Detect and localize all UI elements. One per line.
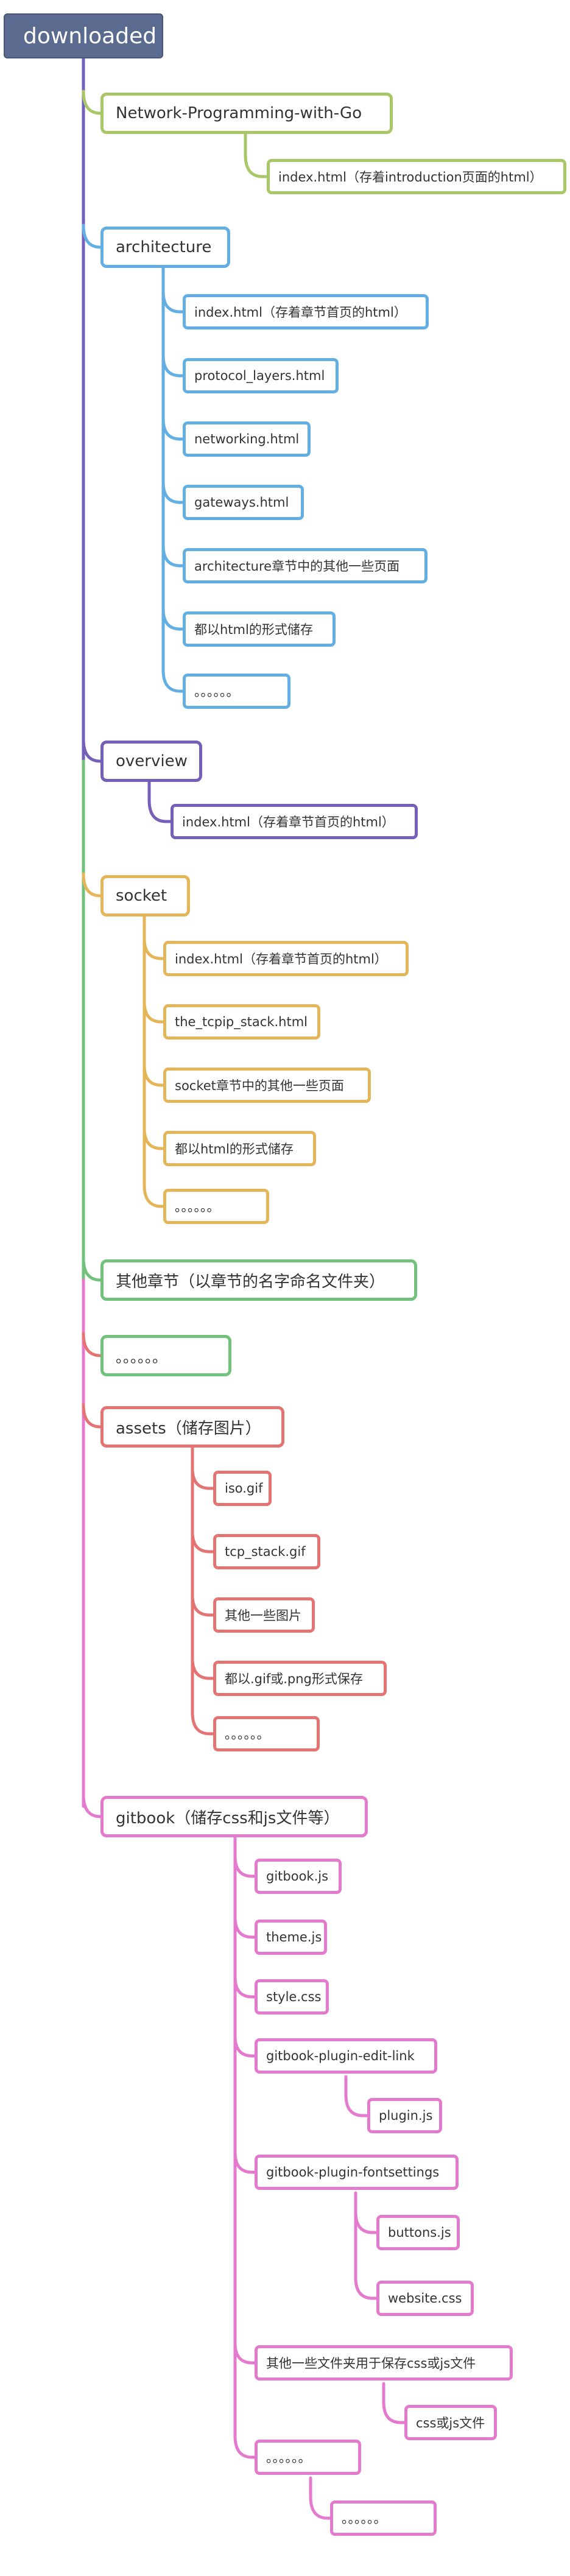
branch-other-folders-child	[382, 2382, 406, 2424]
branch-ellipsis-child	[309, 2476, 332, 2520]
root-node[interactable]: downloaded	[4, 13, 163, 58]
node-gateways[interactable]: gateways.html	[183, 485, 304, 520]
node-other-images[interactable]: 其他一些图片	[213, 1597, 315, 1633]
node-other-css-js-folders[interactable]: 其他一些文件夹用于保存css或js文件	[255, 2345, 513, 2381]
node-overview[interactable]: overview	[100, 741, 202, 782]
node-theme-js[interactable]: theme.js	[255, 1920, 327, 1955]
elbow-overview	[82, 737, 102, 763]
node-architecture-index[interactable]: index.html（存着章节首页的html）	[183, 294, 429, 329]
node-style-css[interactable]: style.css	[255, 1979, 329, 2015]
node-gitbook-plugin-edit-link[interactable]: gitbook-plugin-edit-link	[255, 2038, 437, 2074]
elbow-ellipsis	[82, 1332, 102, 1357]
node-buttons-js[interactable]: buttons.js	[376, 2215, 460, 2250]
node-socket[interactable]: socket	[100, 875, 190, 917]
node-overview-index[interactable]: index.html（存着章节首页的html）	[171, 804, 418, 839]
node-gitbook-ellipsis[interactable]: 。。。。。。	[255, 2440, 361, 2475]
node-socket-html-format[interactable]: 都以html的形式储存	[163, 1131, 316, 1166]
branch-architecture-stem	[161, 266, 185, 693]
branch-gitbook-stem	[233, 1835, 256, 2459]
node-plugin-js[interactable]: plugin.js	[367, 2098, 442, 2133]
node-tcpip-stack[interactable]: the_tcpip_stack.html	[163, 1004, 320, 1040]
node-css-js-files[interactable]: css或js文件	[404, 2405, 497, 2440]
branch-edit-link-child	[344, 2075, 369, 2117]
node-other-chapters[interactable]: 其他章节（以章节的名字命名文件夹）	[100, 1259, 417, 1301]
branch-fontsettings-stem	[354, 2191, 378, 2300]
elbow-architecture	[82, 223, 102, 249]
node-gitbook-ellipsis-child[interactable]: 。。。。。。	[330, 2500, 437, 2536]
node-assets[interactable]: assets（储存图片）	[100, 1406, 284, 1448]
node-iso-gif[interactable]: iso.gif	[213, 1471, 272, 1506]
branch-assets-stem	[191, 1446, 215, 1736]
elbow-network	[82, 90, 102, 115]
node-architecture-ellipsis[interactable]: 。。。。。。	[183, 674, 290, 709]
node-tcp-stack-gif[interactable]: tcp_stack.gif	[213, 1534, 320, 1569]
node-gitbook-js[interactable]: gitbook.js	[255, 1859, 342, 1894]
node-image-formats[interactable]: 都以.gif或.png形式保存	[213, 1661, 387, 1696]
node-architecture-html-format[interactable]: 都以html的形式储存	[183, 611, 336, 647]
node-socket-ellipsis[interactable]: 。。。。。。	[163, 1189, 269, 1224]
node-networking[interactable]: networking.html	[183, 421, 311, 457]
node-assets-ellipsis[interactable]: 。。。。。。	[213, 1716, 320, 1751]
node-socket-other-pages[interactable]: socket章节中的其他一些页面	[163, 1068, 371, 1103]
branch-network-child	[244, 132, 269, 178]
elbow-other-chapters	[82, 1256, 102, 1282]
node-gitbook[interactable]: gitbook（储存css和js文件等）	[100, 1796, 368, 1837]
node-ellipsis-level1[interactable]: 。。。。。。	[100, 1335, 231, 1376]
node-protocol-layers[interactable]: protocol_layers.html	[183, 358, 339, 393]
node-network-programming-with-go[interactable]: Network-Programming-with-Go	[100, 93, 393, 134]
node-gitbook-plugin-fontsettings[interactable]: gitbook-plugin-fontsettings	[255, 2155, 459, 2190]
node-socket-index[interactable]: index.html（存着章节首页的html）	[163, 941, 409, 976]
elbow-socket	[82, 872, 102, 898]
branch-overview-child	[147, 780, 172, 823]
node-website-css[interactable]: website.css	[376, 2281, 474, 2316]
node-architecture[interactable]: architecture	[100, 227, 230, 268]
node-architecture-other-pages[interactable]: architecture章节中的其他一些页面	[183, 548, 427, 583]
elbow-assets	[82, 1403, 102, 1429]
node-network-index[interactable]: index.html（存着introduction页面的html）	[267, 159, 566, 194]
elbow-gitbook	[82, 1793, 102, 1818]
branch-socket-stem	[142, 915, 165, 1208]
